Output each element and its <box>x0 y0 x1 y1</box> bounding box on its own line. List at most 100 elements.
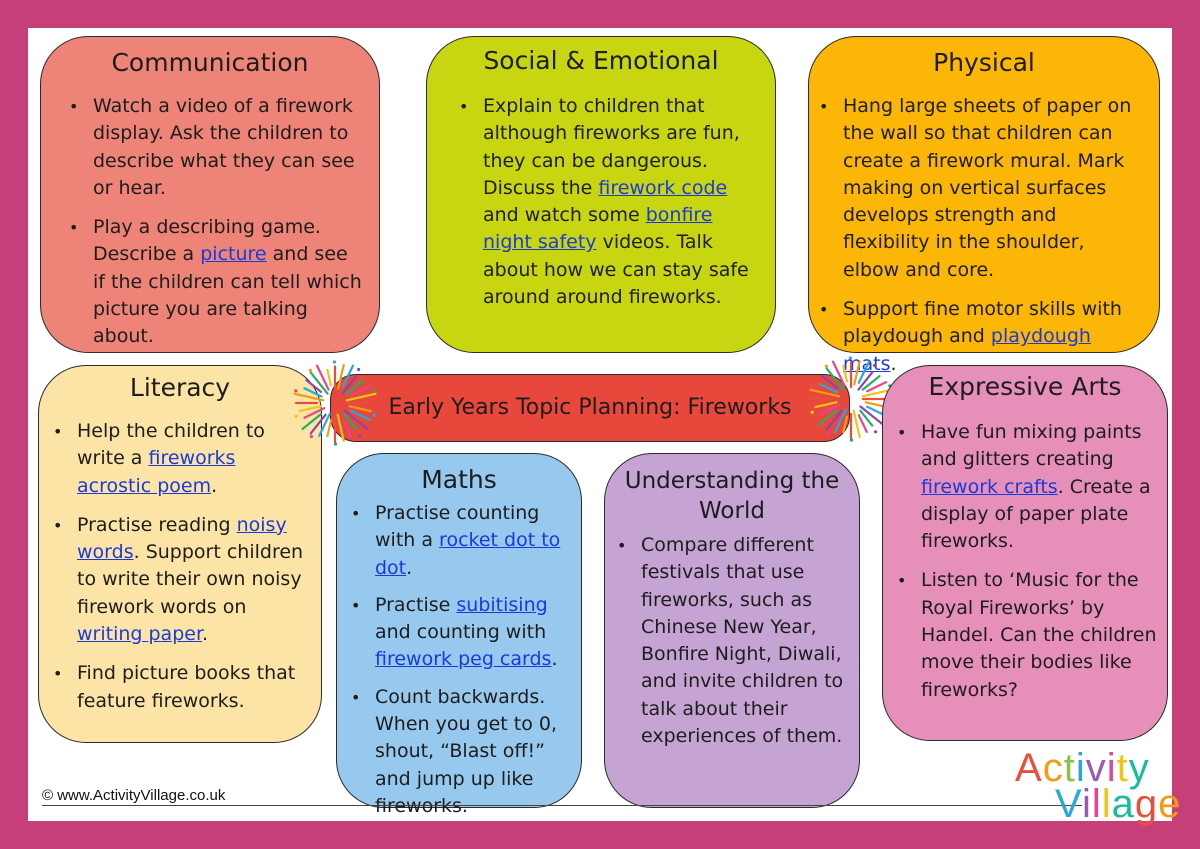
item-text: Help the children to write a <box>77 420 265 470</box>
logo-letter: y <box>1128 746 1150 790</box>
item-text: and watch some <box>483 204 646 227</box>
list-item: • Practise reading noisy words. Support c… <box>53 512 309 648</box>
rocket-dot-to-dot-link[interactable]: rocket dot to dot <box>375 529 561 579</box>
expressive-arts-heading: Expressive Arts <box>928 372 1122 401</box>
item-text: . Support children to write their own no… <box>77 541 304 618</box>
bullet: • <box>897 423 907 442</box>
communication-heading: Communication <box>111 48 309 77</box>
item-text: Compare different festivals that use fir… <box>641 534 844 748</box>
literacy-heading: Literacy <box>129 373 231 402</box>
social-emotional-list: •Explain to children that although firew… <box>459 93 759 311</box>
physical-box: Physical • Hang large sheets of paper on … <box>808 36 1160 375</box>
understanding-the-world-box: Understanding the World • Compare differe… <box>604 453 860 808</box>
physical-heading: Physical <box>933 48 1035 77</box>
bullet: • <box>351 595 361 615</box>
playdough-mats-link[interactable]: playdough mats <box>843 325 1091 375</box>
item-text: Hang large sheets of paper on the wall s… <box>843 95 1132 281</box>
list-item: •Explain to children that although firew… <box>459 93 759 311</box>
item-text: . <box>406 556 413 579</box>
footer-divider <box>42 805 1082 806</box>
item-text: . <box>202 623 209 646</box>
list-item: • Practise counting with a rocket dot to … <box>351 500 573 582</box>
bullet: • <box>351 687 361 707</box>
logo-letter: l <box>1091 782 1102 826</box>
bullet: • <box>819 97 829 116</box>
planning-sheet: Communication • Watch a video of a firewo… <box>28 28 1180 824</box>
communication-list: • Watch a video of a firework display. As… <box>69 93 363 351</box>
social-emotional-heading: Social & Emotional <box>483 46 719 75</box>
list-item: • Find picture books that feature firewor… <box>53 660 309 715</box>
physical-list: • Hang large sheets of paper on the wall … <box>819 93 1145 378</box>
list-item: • Watch a video of a firework display. As… <box>69 93 363 202</box>
list-item: • Listen to ‘Music for the Royal Firework… <box>897 567 1157 703</box>
bullet: • <box>69 97 79 116</box>
list-item: • Hang large sheets of paper on the wall … <box>819 93 1145 284</box>
item-text: and counting with <box>375 621 547 644</box>
activity-village-logo: Activity Village <box>1015 748 1180 824</box>
bullet: • <box>53 515 63 535</box>
maths-list: • Practise counting with a rocket dot to … <box>351 500 573 820</box>
list-item: • Support fine motor skills with playdoug… <box>819 296 1145 378</box>
logo-letter: i <box>1075 746 1086 790</box>
item-text: . <box>551 648 558 671</box>
logo-letter: V <box>1055 782 1082 826</box>
fireworks-acrostic-poem-link[interactable]: fireworks acrostic poem <box>77 447 236 497</box>
logo-letter: i <box>1081 782 1092 826</box>
list-item: • Count backwards. When you get to 0, sho… <box>351 684 573 820</box>
item-text: Watch a video of a firework display. Ask… <box>93 95 355 199</box>
item-text: Find picture books that feature firework… <box>77 662 296 712</box>
bullet: • <box>53 422 63 441</box>
bullet: • <box>819 300 829 320</box>
understanding-the-world-heading: Understanding the World <box>624 468 840 524</box>
item-text: . <box>890 352 897 375</box>
item-text: videos. Talk about how we can stay safe … <box>483 231 749 309</box>
firework-code-link[interactable]: firework code <box>598 176 728 199</box>
understanding-the-world-list: • Compare different festivals that use fi… <box>617 532 849 750</box>
bullet: • <box>897 571 907 591</box>
copyright-footer: © www.ActivityVillage.co.uk <box>42 787 226 804</box>
bullet: • <box>53 664 63 684</box>
logo-letter: e <box>1158 782 1182 826</box>
item-text: Practise counting with a <box>375 502 540 552</box>
bullet: • <box>617 536 627 555</box>
item-text: Practise <box>375 593 457 616</box>
social-emotional-box: Social & Emotional •Explain to children … <box>426 36 776 353</box>
logo-letter: a <box>1111 782 1135 826</box>
list-item: • Have fun mixing paints and glitters cre… <box>897 419 1157 555</box>
writing-paper-link[interactable]: writing paper <box>77 623 203 646</box>
item-text: . Create a display of paper plate firewo… <box>921 475 1151 553</box>
firework-peg-cards-link[interactable]: firework peg cards <box>375 648 552 671</box>
logo-letter: l <box>1101 782 1112 826</box>
item-text: Play a describing game. Describe a <box>93 216 321 266</box>
maths-box: Maths • Practise counting with a rocket d… <box>336 453 582 817</box>
noisy-words-link[interactable]: noisy words <box>77 513 287 564</box>
logo-line-1: Activity <box>1015 746 1150 790</box>
firework-left-icon <box>293 360 377 446</box>
firework-crafts-link[interactable]: firework crafts <box>921 475 1058 498</box>
subitising-link[interactable]: subitising <box>456 593 548 616</box>
item-text: Listen to ‘Music for the Royal Fireworks… <box>921 569 1157 701</box>
expressive-arts-list: • Have fun mixing paints and glitters cre… <box>897 419 1157 704</box>
item-text: Support fine motor skills with playdough… <box>843 298 1122 348</box>
picture-link[interactable]: picture <box>200 243 267 266</box>
firework-right-icon <box>809 356 893 442</box>
list-item: • Play a describing game. Describe a pict… <box>69 214 363 350</box>
bullet: • <box>459 97 469 116</box>
list-item: • Help the children to write a fireworks … <box>53 418 309 500</box>
logo-letter: t <box>1116 746 1129 790</box>
page-title: Early Years Topic Planning: Fireworks <box>388 395 792 420</box>
bullet: • <box>69 218 79 238</box>
title-banner: Early Years Topic Planning: Fireworks <box>330 374 850 442</box>
item-text: Have fun mixing paints and glitters crea… <box>921 421 1142 471</box>
item-text: Count backwards. When you get to 0, shou… <box>375 685 558 817</box>
maths-heading: Maths <box>421 465 497 494</box>
logo-letter: c <box>1042 746 1064 790</box>
communication-box: Communication • Watch a video of a firewo… <box>40 36 380 353</box>
item-text: and see if the children can tell which p… <box>93 243 362 348</box>
list-item: • Practise subitising and counting with f… <box>351 592 573 674</box>
item-text: Practise reading <box>77 513 237 536</box>
bonfire-night-safety-link[interactable]: bonfire night safety <box>483 204 713 254</box>
logo-letter: g <box>1134 782 1159 826</box>
logo-letter: i <box>1106 746 1117 790</box>
bullet: • <box>351 504 361 523</box>
